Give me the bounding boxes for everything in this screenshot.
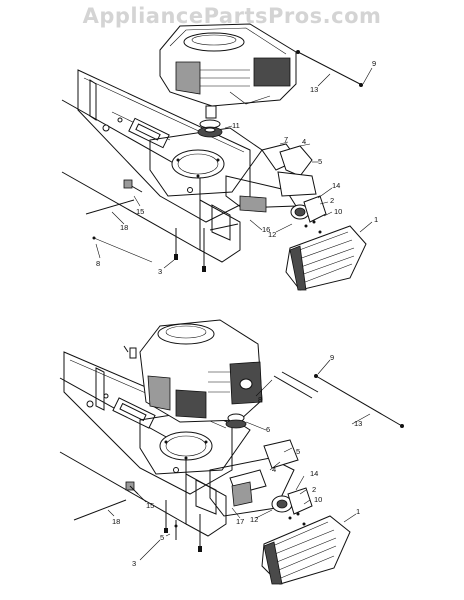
- callout-9: 9: [330, 353, 334, 362]
- rod-13-top: [296, 50, 363, 87]
- callout-4: 4: [272, 465, 276, 474]
- hardware-bottom: [73, 481, 202, 552]
- rod-13-bottom: [314, 374, 404, 428]
- callout-8: 8: [96, 259, 100, 268]
- engine-top: [159, 23, 297, 119]
- callout-8: 8: [258, 395, 262, 404]
- callout-12: 12: [268, 230, 276, 239]
- callout-2: 2: [312, 485, 316, 494]
- callout-15: 15: [146, 501, 154, 510]
- diagram-bottom: 9 13 8 6 5 4 14 2 10 1 12 17 15 18 5 3: [59, 319, 404, 585]
- hardware-top: [85, 179, 239, 272]
- leaders-bottom: [107, 359, 371, 561]
- callout-9: 9: [372, 59, 376, 68]
- callout-10: 10: [314, 495, 322, 504]
- pulley-bottom: [225, 413, 247, 429]
- callout-2: 2: [330, 196, 334, 205]
- callout-14: 14: [332, 181, 340, 190]
- callouts-top: 9 13 11 7 4 5 14 2 10 1 12 16 15 18 8 3: [96, 59, 378, 276]
- engine-mount-plate-top: [149, 127, 263, 197]
- engine-bottom: [123, 319, 263, 423]
- callout-10: 10: [334, 207, 342, 216]
- callout-13: 13: [354, 419, 362, 428]
- grille-top: [285, 225, 367, 291]
- callout-14: 14: [310, 469, 318, 478]
- callout-5: 5: [296, 447, 300, 456]
- callouts-bottom: 9 13 8 6 5 4 14 2 10 1 12 17 15 18 5 3: [112, 353, 362, 568]
- leaders-top: [95, 67, 373, 269]
- grille-bottom: [261, 515, 351, 585]
- callout-3: 3: [158, 267, 162, 276]
- callout-16: 16: [262, 225, 270, 234]
- callout-12: 12: [250, 515, 258, 524]
- headlight-assembly-bottom: [271, 487, 313, 526]
- front-bracket-bottom: [209, 439, 299, 517]
- callout-18: 18: [112, 517, 120, 526]
- callout-11: 11: [232, 121, 240, 130]
- callout-17: 17: [236, 517, 244, 526]
- pulley-top: [197, 119, 223, 138]
- headlight-assembly-top: [290, 195, 327, 234]
- callout-5: 5: [318, 157, 322, 166]
- callout-13: 13: [310, 85, 318, 94]
- callout-6: 6: [266, 425, 270, 434]
- frame-rails-top: [61, 69, 251, 263]
- callout-4: 4: [302, 137, 306, 146]
- watermark: AppliancePartsPros.com: [82, 4, 382, 28]
- rod-8-bottom: [273, 371, 319, 399]
- callout-1: 1: [374, 215, 378, 224]
- callout-1: 1: [356, 507, 360, 516]
- callout-18: 18: [120, 223, 128, 232]
- callout-3: 3: [132, 559, 136, 568]
- callout-7: 7: [284, 135, 288, 144]
- callout-5b: 5: [160, 533, 164, 542]
- callout-15: 15: [136, 207, 144, 216]
- hood-brackets-top: [225, 143, 317, 213]
- diagram-top: 9 13 11 7 4 5 14 2 10 1 12 16 15 18 8 3: [61, 23, 378, 291]
